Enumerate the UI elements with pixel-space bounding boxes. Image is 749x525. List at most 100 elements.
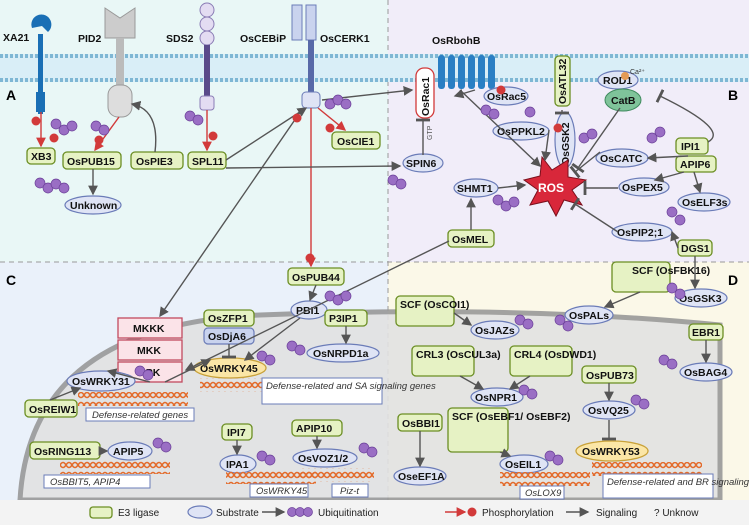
crl3-line: CRL3 (OsCUL3a) bbox=[416, 349, 501, 361]
scf-fbk16-line: SCF (OsFBK16) bbox=[632, 265, 710, 277]
oscebip-label: OsCEBiP bbox=[240, 33, 286, 45]
oswrky53-ellipse bbox=[575, 440, 649, 462]
panel-label-b: B bbox=[728, 87, 738, 103]
osgsk3-label: OsGSK3 bbox=[679, 293, 722, 305]
apip6-box bbox=[675, 155, 717, 173]
piz-t-box bbox=[331, 483, 369, 498]
receptor-sds2: SDS2 bbox=[166, 2, 215, 111]
osrac1-shape bbox=[415, 67, 435, 119]
unknown-ellipse bbox=[64, 195, 122, 215]
osgsk2-label: OsGSK2 bbox=[560, 122, 572, 165]
crl3-box bbox=[411, 345, 475, 377]
ospals-label: OsPALs bbox=[569, 310, 609, 322]
oswrky45-gene-label: OsWRKY45 bbox=[256, 486, 308, 497]
ospex5-label: OsPEX5 bbox=[622, 182, 663, 194]
dna-apip5 bbox=[60, 460, 170, 474]
legend: E3 ligase Substrate Ubiquitination Phosp… bbox=[0, 500, 749, 525]
osnpr1-label: OsNPR1 bbox=[475, 392, 517, 404]
osvoz12-ellipse bbox=[292, 448, 358, 468]
ospip21-label: OsPIP2;1 bbox=[617, 227, 663, 239]
apip6-label: APIP6 bbox=[680, 159, 711, 171]
mkk-box bbox=[117, 339, 183, 361]
mkkk-label: MKKK bbox=[133, 323, 165, 335]
ospie3-label: OsPIE3 bbox=[136, 156, 173, 168]
spl11-label: SPL11 bbox=[192, 156, 224, 168]
crl4-line: CRL4 (OsDWD1) bbox=[514, 349, 596, 361]
defense-sa-line: Defense-related and SA signaling genes bbox=[266, 381, 436, 392]
ubiquitin-chains bbox=[34, 94, 686, 466]
osjazs-ellipse bbox=[470, 320, 520, 340]
scf-ebf-box bbox=[447, 407, 509, 453]
receptor-pid2: PID2 bbox=[78, 7, 136, 118]
apip10-label: APIP10 bbox=[296, 423, 332, 435]
osppkl2-label: OsPPKL2 bbox=[497, 126, 545, 138]
osgsk3-ellipse bbox=[674, 288, 728, 308]
oszfp1-label: OsZFP1 bbox=[208, 313, 248, 325]
ospub44-label: OsPUB44 bbox=[292, 272, 340, 284]
shmt1-label: SHMT1 bbox=[457, 183, 493, 195]
legend-signaling: Signaling bbox=[596, 508, 637, 519]
osrbohb-label: OsRbohB bbox=[432, 35, 481, 47]
oswrky53-label: OsWRKY53 bbox=[582, 446, 640, 458]
ospex5-ellipse bbox=[618, 177, 670, 197]
defense-genes-label: Defense-related genes bbox=[92, 410, 188, 421]
catb-ellipse bbox=[604, 88, 642, 112]
osbag4-label: OsBAG4 bbox=[684, 367, 727, 379]
defense-br-box bbox=[602, 473, 714, 499]
spin6-label: SPIN6 bbox=[406, 158, 437, 170]
defense-br-line: Defense-related and BR signaling genes bbox=[607, 477, 749, 488]
phosphorylation-marks bbox=[31, 72, 629, 263]
panel-label-a: A bbox=[6, 87, 16, 103]
ospie3-box bbox=[130, 151, 184, 170]
p3ip1-label: P3IP1 bbox=[329, 313, 358, 325]
osbbi1-label: OsBBI1 bbox=[402, 418, 440, 430]
scf-ebf-line: SCF (OsEBF1/ OsEBF2) bbox=[452, 411, 570, 423]
sds2-label: SDS2 bbox=[166, 33, 194, 45]
defense-genes-box bbox=[85, 407, 195, 422]
scf-fbk16-box bbox=[611, 261, 671, 293]
receptor-xa21: XA21 bbox=[3, 14, 52, 114]
oscie1-label: OsCIE1 bbox=[337, 136, 375, 148]
panel-label-c: C bbox=[6, 272, 16, 288]
legend-e3: E3 ligase bbox=[118, 508, 160, 519]
scf-coi1-box bbox=[395, 295, 455, 327]
oscatc-label: OsCATC bbox=[600, 153, 643, 165]
oscerk1-label: OsCERK1 bbox=[320, 33, 370, 45]
unknown-label: Unknown bbox=[70, 200, 117, 212]
spl11-box bbox=[187, 151, 227, 170]
mkk-label: MKK bbox=[137, 345, 161, 357]
dgs1-label: DGS1 bbox=[681, 243, 710, 255]
ipi7-label: IPI7 bbox=[227, 427, 246, 439]
osmel-label: OsMEL bbox=[452, 234, 489, 246]
dna-eil1 bbox=[500, 472, 590, 486]
osatl32-label: OsATL32 bbox=[557, 59, 569, 104]
gtp-label: GTP bbox=[427, 125, 434, 140]
osring113-label: OsRING113 bbox=[34, 446, 91, 458]
ospub15-label: OsPUB15 bbox=[67, 156, 115, 168]
osjazs-label: OsJAZs bbox=[475, 325, 515, 337]
dna-wrky31 bbox=[78, 392, 188, 406]
oszfp1-box bbox=[203, 309, 255, 327]
receptor-osrbohb: OsRbohB bbox=[432, 35, 495, 89]
osrac5-ellipse bbox=[483, 86, 529, 106]
dna-ipa1 bbox=[226, 470, 316, 484]
osnrpd1a-label: OsNRPD1a bbox=[313, 348, 369, 360]
osbbit5-label: OsBBIT5, APIP4 bbox=[50, 477, 120, 488]
ipi1-box bbox=[675, 137, 709, 155]
dna-voz bbox=[298, 468, 374, 482]
ipi1-label: IPI1 bbox=[681, 141, 700, 153]
ospals-ellipse bbox=[564, 305, 614, 325]
osvoz12-label: OsVOZ1/2 bbox=[298, 453, 348, 465]
oslox9-box bbox=[519, 485, 565, 500]
osbbit5-box bbox=[43, 474, 151, 489]
legend-substrate: Substrate bbox=[216, 508, 259, 519]
ebr1-label: EBR1 bbox=[692, 327, 720, 339]
legend-substrate-swatch bbox=[187, 505, 213, 519]
xb3-label: XB3 bbox=[31, 151, 52, 163]
ros-label: ROS bbox=[538, 181, 564, 195]
panel-label-d: D bbox=[728, 272, 738, 288]
ospub15-box bbox=[62, 151, 122, 170]
oswrky31-ellipse bbox=[66, 370, 136, 392]
piz-t-label: Piz-t bbox=[340, 486, 359, 497]
